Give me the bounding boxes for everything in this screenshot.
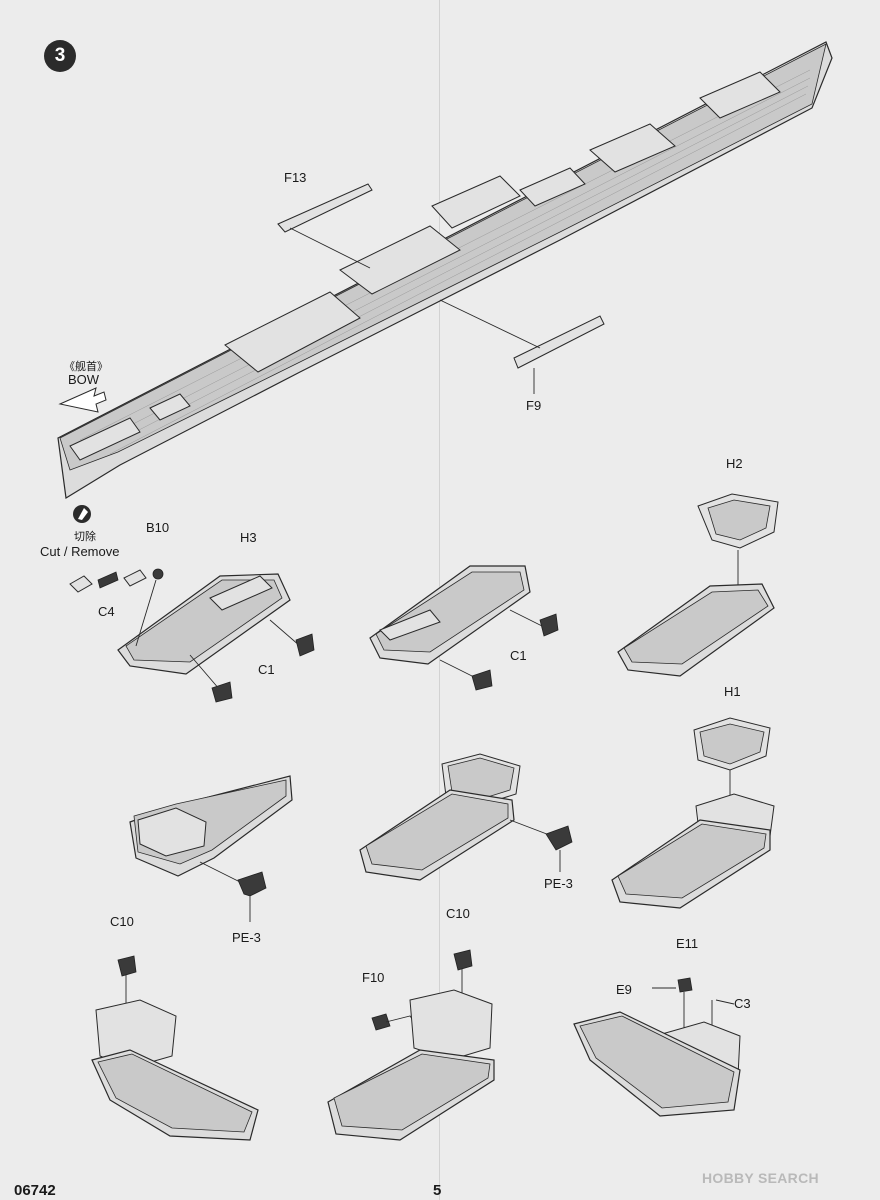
page-number: 5 — [433, 1182, 442, 1199]
bow-note-chinese: 《舰首》 — [64, 361, 108, 373]
bow-note-english: BOW — [68, 372, 100, 387]
subassembly-left-row2 — [69, 568, 315, 703]
part-label-e9: E9 — [616, 982, 632, 997]
part-label-f9: F9 — [526, 398, 542, 413]
subassembly-left-row3 — [129, 775, 293, 922]
part-label-c10-left: C10 — [110, 914, 134, 929]
part-label-f10: F10 — [362, 970, 385, 985]
cut-icon-drawing — [73, 505, 91, 523]
kit-code: 06742 — [14, 1182, 56, 1199]
part-label-c1-middle: C1 — [510, 648, 527, 663]
part-label-c10-middle: C10 — [446, 906, 470, 921]
bow-arrow — [58, 387, 107, 413]
part-f13-drawing — [277, 183, 373, 269]
subassembly-middle-row4 — [327, 949, 495, 1141]
subassembly-left-row4 — [91, 955, 259, 1141]
subassembly-right-row3 — [611, 717, 775, 909]
cut-note-chinese: 切除 — [74, 531, 96, 543]
part-label-h1: H1 — [724, 684, 741, 699]
step-number-badge: 3 — [44, 40, 76, 72]
subassembly-right-row4 — [573, 977, 741, 1117]
part-label-f13: F13 — [284, 170, 307, 185]
subassembly-right-row2 — [617, 493, 779, 677]
part-f9-drawing — [439, 299, 605, 394]
part-label-e11: E11 — [676, 936, 699, 951]
part-label-c3: C3 — [734, 996, 751, 1011]
ship-hull-drawing — [57, 41, 833, 499]
part-label-c4: C4 — [98, 604, 115, 619]
part-label-b10: B10 — [146, 520, 170, 535]
subassembly-middle-row2 — [369, 565, 559, 691]
part-label-c1-left: C1 — [258, 662, 275, 677]
cut-note-english: Cut / Remove — [40, 544, 120, 559]
part-label-pe3-middle: PE-3 — [544, 876, 573, 891]
part-label-h3: H3 — [240, 530, 257, 545]
part-label-pe3-left: PE-3 — [232, 930, 261, 945]
watermark-logo: HOBBY SEARCH — [702, 1170, 819, 1186]
subassembly-middle-row3 — [359, 753, 573, 881]
part-label-h2: H2 — [726, 456, 743, 471]
